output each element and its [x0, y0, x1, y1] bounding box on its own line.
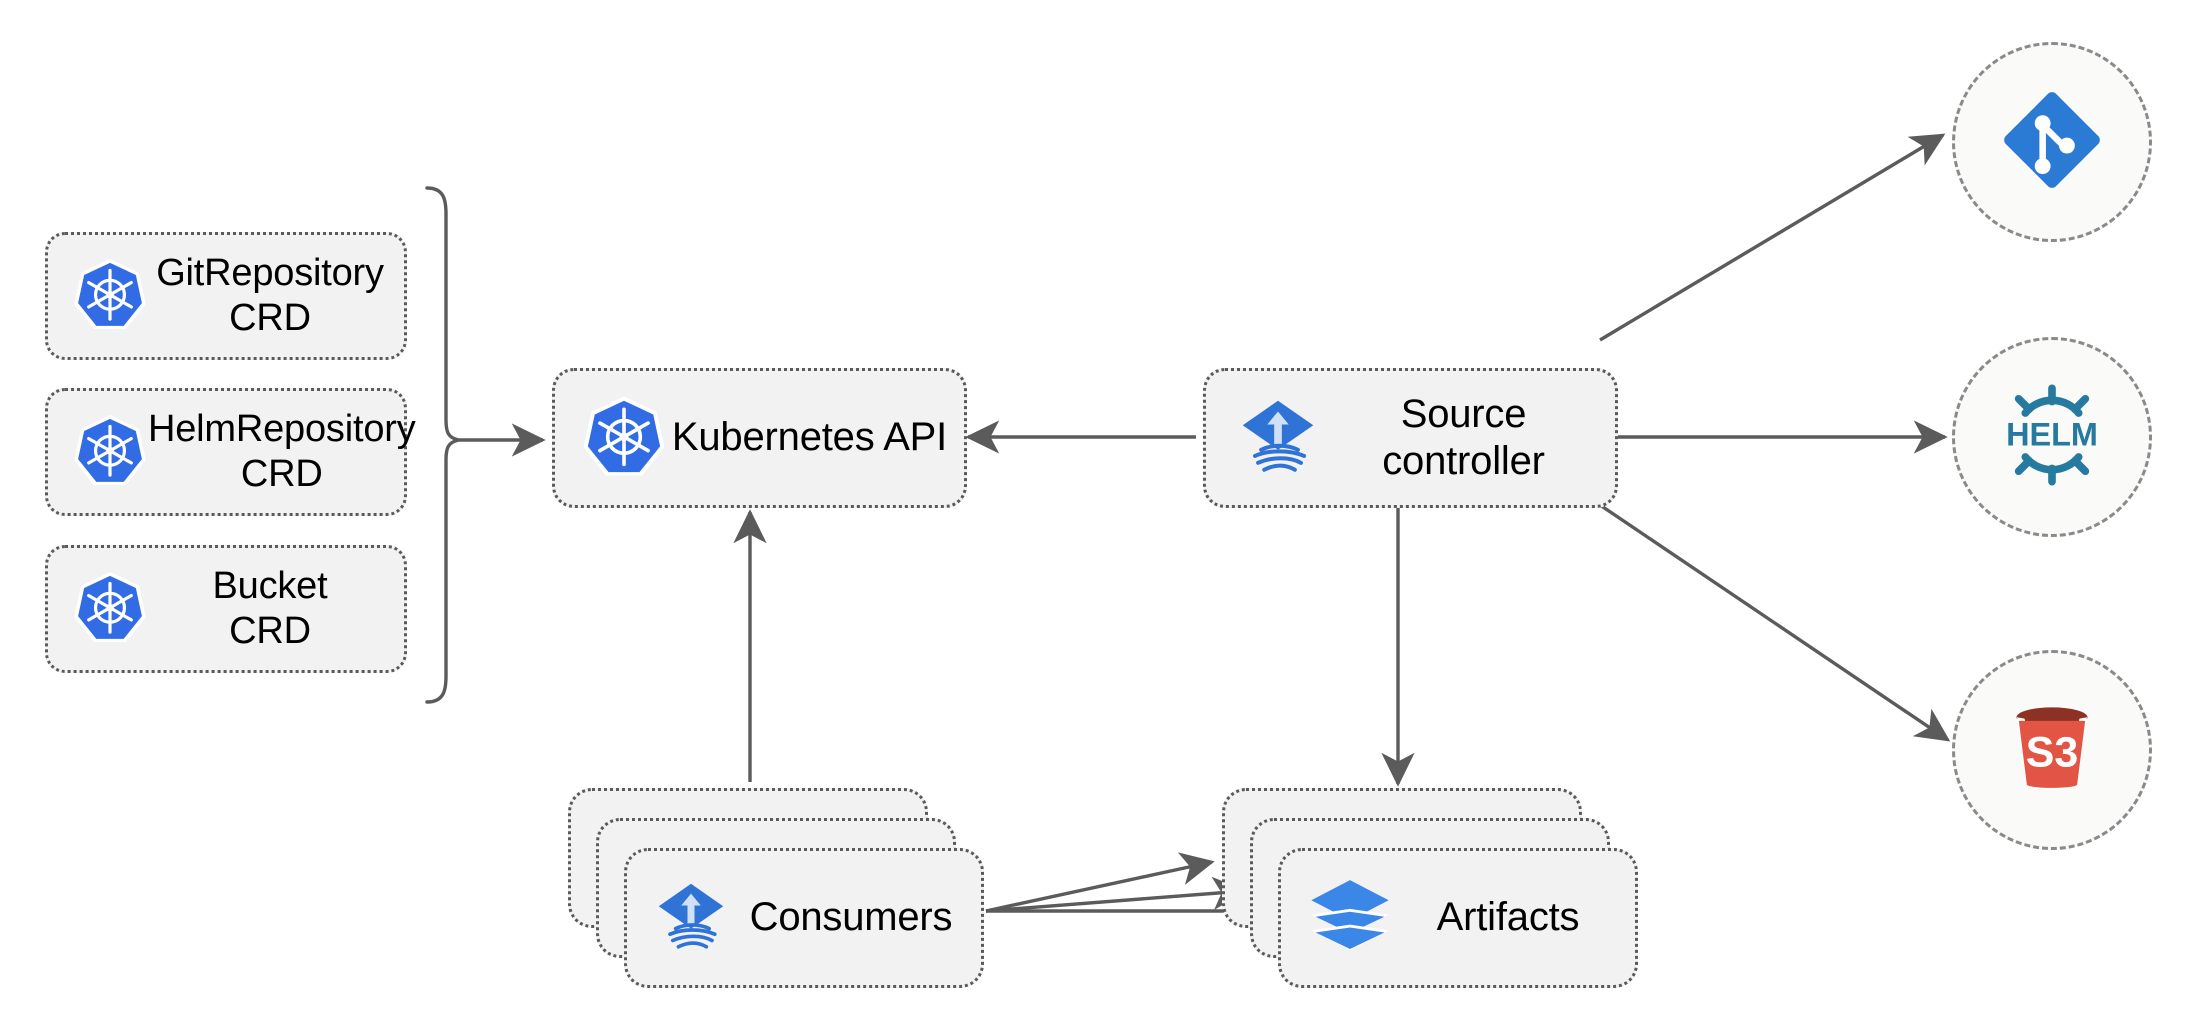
helm-wordmark: HELM: [2006, 416, 2098, 452]
helm-icon: HELM: [1990, 373, 2114, 502]
wire-consumers-to-artifacts-1: [985, 852, 1215, 913]
wire-source-controller-to-s3: [1599, 503, 1951, 742]
consumers-node[interactable]: Consumers: [568, 788, 988, 988]
flux-icon: [1232, 390, 1324, 487]
flux-icon: [649, 874, 733, 963]
artifacts-label: Artifacts: [1436, 895, 1580, 940]
consumers-stack-sheet-front[interactable]: Consumers: [624, 848, 984, 988]
artifacts-stack-sheet-front[interactable]: Artifacts: [1278, 848, 1638, 988]
kubernetes-icon: [72, 412, 148, 493]
git-source-node[interactable]: [1952, 42, 2152, 242]
source-controller-node[interactable]: Source controller: [1203, 368, 1618, 508]
crd-label: Bucket CRD: [212, 565, 328, 652]
source-controller-label: Source controller: [1382, 391, 1545, 483]
kubernetes-icon: [72, 256, 148, 337]
crd-box-bucket[interactable]: Bucket CRD: [45, 545, 407, 673]
wire-source-controller-to-git: [1599, 133, 1946, 342]
crd-label: GitRepository CRD: [156, 252, 384, 339]
layers-icon: [1307, 873, 1393, 964]
artifacts-node[interactable]: Artifacts: [1222, 788, 1642, 988]
kubernetes-api-node[interactable]: Kubernetes API: [552, 368, 967, 508]
s3-bucket-icon: S3: [1996, 692, 2108, 809]
s3-source-node[interactable]: S3: [1952, 650, 2152, 850]
crd-box-helmrepository[interactable]: HelmRepository CRD: [45, 388, 416, 516]
kubernetes-api-label: Kubernetes API: [671, 415, 948, 460]
git-icon: [1996, 84, 2108, 201]
helm-source-node[interactable]: HELM: [1952, 337, 2152, 537]
crd-group-brace: [425, 186, 461, 704]
consumers-label: Consumers: [749, 895, 953, 940]
kubernetes-icon: [581, 393, 667, 484]
s3-wordmark: S3: [2026, 728, 2079, 776]
crd-label: HelmRepository CRD: [148, 408, 416, 495]
kubernetes-icon: [72, 569, 148, 650]
wire-consumers-to-artifacts-2: [985, 876, 1247, 913]
crd-box-gitrepository[interactable]: GitRepository CRD: [45, 232, 407, 360]
